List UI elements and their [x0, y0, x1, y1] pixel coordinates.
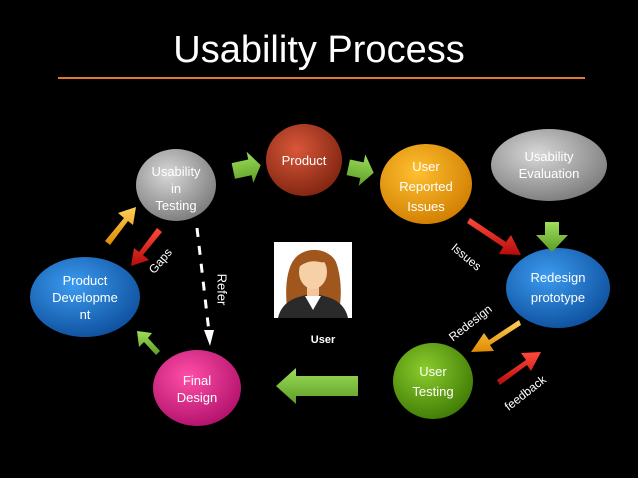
arrow-redesign-to-user-testing: [471, 320, 521, 352]
user-reported-issues-label: User Reported Issues: [399, 159, 453, 214]
final-design-node: [153, 350, 241, 426]
arrow-gaps-to-development: [131, 228, 162, 266]
user-caption: User: [310, 334, 336, 346]
arrow-final-to-development: [137, 331, 160, 355]
user-testing-node: [393, 343, 473, 419]
arrow-testing-to-product: [231, 151, 261, 184]
product-development-label: Product Developme nt: [52, 273, 118, 322]
product-development-node: [30, 257, 140, 337]
arrow-evaluation-to-redesign: [536, 222, 568, 252]
arrow-development-to-testing: [105, 207, 136, 245]
final-design-label: Final Design: [176, 373, 218, 405]
product-node: [266, 124, 342, 196]
user-testing-label: User Testing: [412, 364, 454, 399]
arrow-product-to-issues: [346, 154, 374, 186]
refer-dashed-line: [195, 227, 211, 333]
arrow-user-testing-to-final-design: [276, 368, 358, 404]
arrow-issues-to-redesign: [467, 218, 521, 255]
arrow-feedback-to-redesign: [497, 352, 541, 385]
slide-title: Usability Process: [173, 29, 465, 71]
usability-evaluation-node: [491, 129, 607, 201]
product-label: Product: [281, 153, 327, 168]
refer-arrowhead: [204, 330, 214, 346]
redesign-prototype-node: [506, 248, 610, 328]
refer-label: Refer: [214, 273, 230, 306]
usability-in-testing-label: Usability in Testing: [151, 164, 201, 213]
redesign-prototype-label: Redesign prototype: [530, 270, 586, 305]
title-underline: [58, 77, 585, 79]
usability-evaluation-label: Usability Evaluation: [518, 149, 580, 181]
user-reported-issues-node: [380, 144, 472, 224]
usability-in-testing-node: [136, 149, 216, 221]
